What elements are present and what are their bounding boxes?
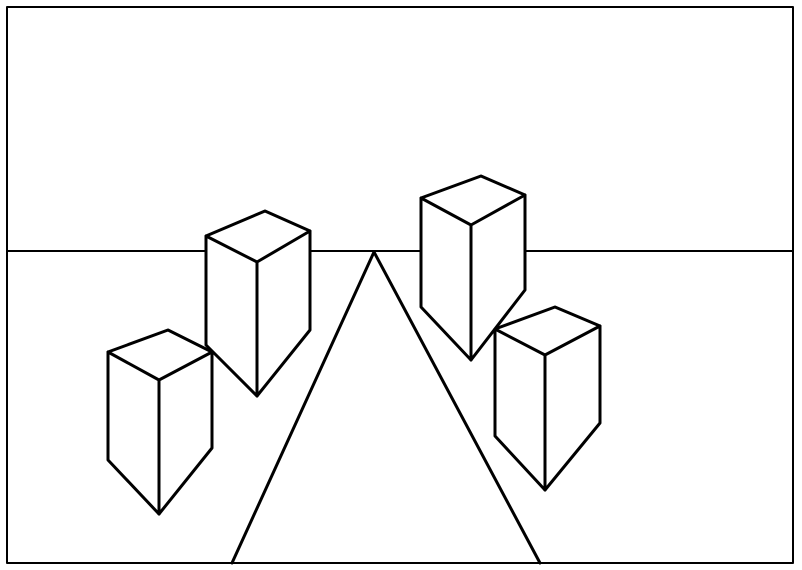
block-left-front (106, 328, 214, 516)
block-right-front (493, 305, 602, 492)
block-right-back (419, 174, 527, 362)
road-left-edge (230, 250, 376, 565)
road-right-edge (372, 250, 542, 565)
frame (6, 6, 794, 564)
road (230, 250, 542, 565)
block-left-back (204, 209, 312, 398)
